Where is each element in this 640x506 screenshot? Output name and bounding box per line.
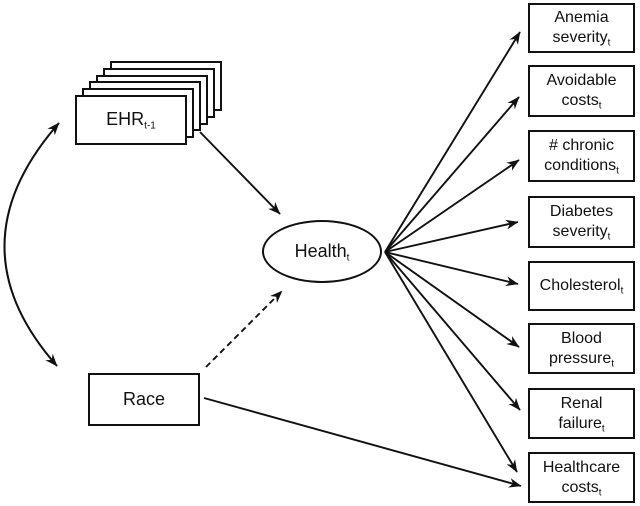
outcome-line1: # chronic (549, 137, 614, 154)
edge-health-renal-failure (384, 251, 521, 411)
outcome-line1: Diabetes (549, 203, 614, 220)
outcome-line1: Blood (561, 329, 602, 347)
ehr-box: EHRt-1 (75, 95, 187, 145)
edge-health-avoidable-costs (384, 96, 520, 253)
outcome-box-blood-pressure: Blood pressuret (528, 323, 635, 374)
outcome-box-diabetes-severity: Diabetes severityt (528, 196, 635, 248)
edge-health-blood-pressure (384, 251, 520, 348)
health-ellipse: Healtht (262, 220, 382, 283)
outcome-box-chronic-conditions: # chronic conditionst (528, 130, 635, 182)
edge-ehr-race-covariance (3, 122, 60, 367)
outcome-line2: failuret (558, 414, 605, 434)
edge-health-anemia-severity (384, 31, 521, 253)
outcome-box-cholesterol: Cholesterolt (528, 261, 635, 311)
edge-health-chronic-conditions (384, 159, 520, 253)
ehr-label: EHRt-1 (106, 109, 156, 132)
race-label: Race (122, 388, 166, 409)
edge-health-healthcare-costs (384, 251, 518, 473)
edge-health-diabetes-severity (384, 219, 519, 253)
outcome-line1: Avoidable (546, 72, 617, 89)
outcome-line2: costst (561, 478, 602, 498)
edge-health-cholesterol (384, 251, 519, 286)
outcome-line1: Anemia (554, 9, 609, 26)
race-box: Race (88, 373, 200, 426)
outcome-box-avoidable-costs: Avoidable costst (528, 65, 635, 117)
outcome-line2: conditionst (544, 157, 619, 177)
health-label: Healtht (294, 240, 350, 264)
outcome-box-healthcare-costs: Healthcare costst (528, 452, 635, 503)
outcome-box-anemia-severity: Anemia severityt (528, 3, 635, 53)
outcome-line1: Renal (560, 394, 603, 412)
edge-race-healthcare-costs (203, 397, 522, 488)
outcome-line2: pressuret (548, 349, 615, 369)
outcome-box-renal-failure: Renal failuret (528, 388, 635, 439)
edge-race-health-dashed (205, 290, 283, 368)
outcome-line2: severityt (552, 223, 611, 243)
outcome-line2: Cholesterolt (539, 277, 624, 297)
outcome-line2: severityt (552, 29, 611, 49)
edge-ehr-health (199, 131, 281, 215)
outcome-line1: Healthcare (542, 458, 621, 476)
outcome-line2: costst (561, 92, 602, 112)
